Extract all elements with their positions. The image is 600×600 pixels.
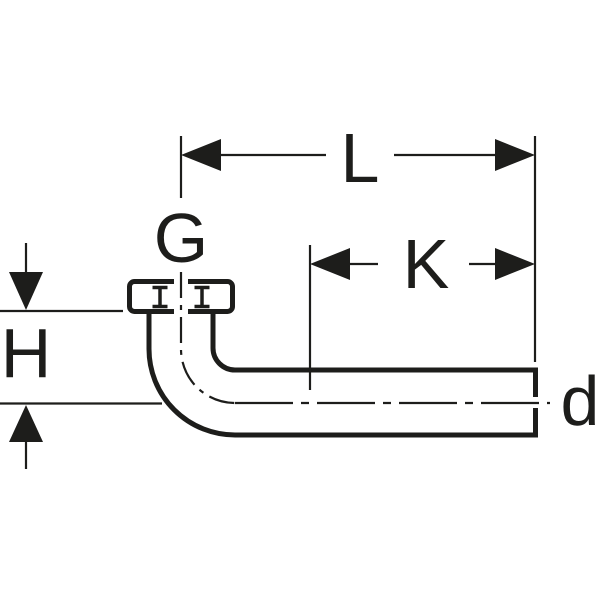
dimension-lines	[0, 136, 537, 469]
centerline-vertical-and-bend	[179, 272, 236, 405]
arrow-L-right	[495, 139, 535, 171]
pipe-outline	[146, 310, 538, 438]
pipe-outer-edge	[146, 310, 538, 438]
pipe-inner-edge	[210, 310, 538, 373]
nut-facets	[152, 285, 210, 309]
arrow-K-left	[310, 248, 350, 280]
arrow-H-up	[9, 405, 43, 442]
label-H: H	[1, 314, 52, 392]
arrow-L-left	[181, 139, 221, 171]
label-G: G	[154, 199, 208, 277]
arrow-K-right	[495, 248, 535, 280]
nut-bottom-edge-gap	[174, 306, 188, 316]
label-d: d	[561, 362, 600, 440]
arrow-H-down	[9, 272, 43, 310]
centerlines	[179, 272, 550, 405]
label-L: L	[341, 119, 380, 197]
dimension-labels: L G K H d	[1, 119, 600, 440]
dimension-arrowheads	[9, 139, 535, 442]
label-K: K	[403, 225, 450, 303]
